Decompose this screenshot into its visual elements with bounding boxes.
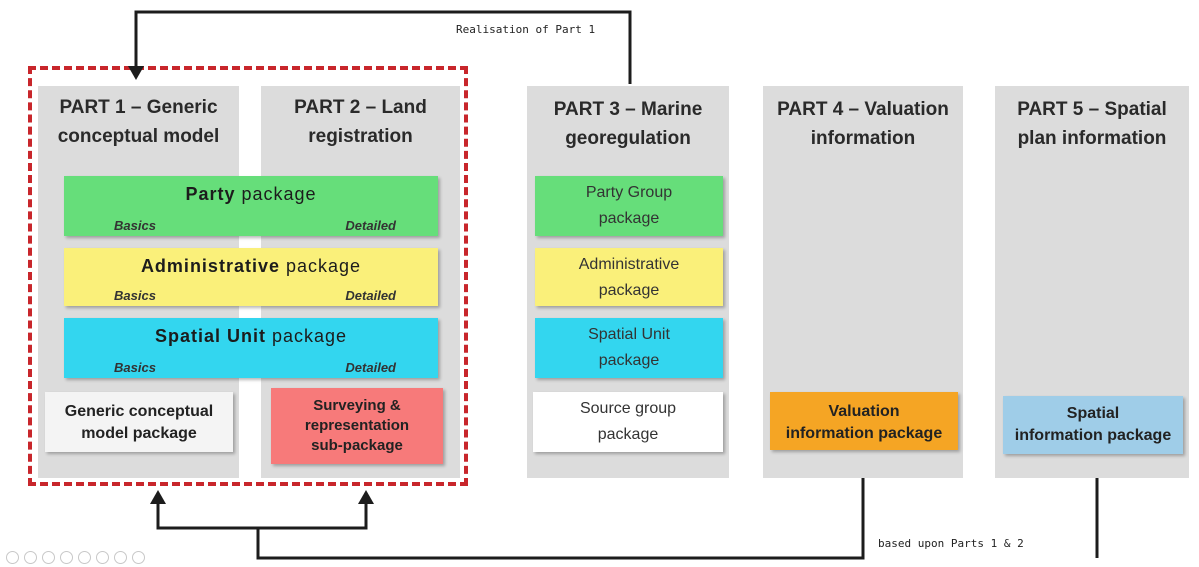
realisation-arrowhead [128,66,144,80]
part1-arrowhead [150,490,166,504]
part4-title: PART 4 – Valuation information [777,99,949,149]
parts-1-2-bracket-line [156,502,368,530]
part2-arrowhead [358,490,374,504]
spatial-unit-package-name: Spatial Unit [154,326,266,346]
spatial-information-package: Spatial information package [1003,396,1183,454]
package-suffix: package [279,256,362,276]
administrative-package: Administrative package Basics Detailed [64,248,438,306]
part3-spatial-unit-package: Spatial Unit package [535,318,723,378]
party-package-name: Party [185,184,236,204]
party-detailed-label: Detailed [345,218,396,233]
realisation-annotation: Realisation of Part 1 [456,23,596,36]
surveying-representation-subpackage: Surveying & representation sub-package [271,388,443,464]
slideshow-controls [6,551,246,565]
party-group-package: Party Group package [535,176,723,236]
based-upon-connector-line [256,478,865,560]
administrative-package-name: Administrative [140,256,280,276]
parts-1-2-dashed-boundary [28,66,468,486]
part3-spatial-unit-package-label: Spatial Unit package [588,326,670,369]
generic-conceptual-model-package: Generic conceptual model package [45,392,233,452]
highlighter-icon[interactable] [60,551,73,564]
part5-title: PART 5 – Spatial plan information [1017,99,1167,149]
realisation-arrow-line [134,10,632,84]
more-options-icon[interactable] [132,551,145,564]
surveying-package-label: Surveying & representation sub-package [304,397,410,454]
part2-title: PART 2 – Land registration [294,97,427,147]
part3-administrative-package: Administrative package [535,248,723,306]
slides-grid-icon[interactable] [96,551,109,564]
subtitles-icon[interactable] [114,551,127,564]
previous-slide-icon[interactable] [6,551,19,564]
valuation-information-package: Valuation information package [770,392,958,450]
valuation-package-label: Valuation information package [785,403,943,442]
part3-administrative-package-label: Administrative package [578,256,680,299]
generic-package-label: Generic conceptual model package [64,403,214,442]
source-group-package-label: Source group package [579,400,677,443]
spatial-unit-basics-label: Basics [114,360,156,375]
zoom-icon[interactable] [78,551,91,564]
party-package: Party package Basics Detailed [64,176,438,236]
based-upon-annotation: based upon Parts 1 & 2 [878,537,1024,550]
party-basics-label: Basics [114,218,156,233]
spatial-unit-detailed-label: Detailed [345,360,396,375]
package-suffix: package [235,184,317,204]
spatial-info-package-label: Spatial information package [1014,405,1172,444]
source-group-package: Source group package [533,392,723,452]
pen-icon[interactable] [42,551,55,564]
party-group-package-label: Party Group package [585,184,673,227]
part3-title: PART 3 – Marine georegulation [553,99,703,149]
spatial-unit-package: Spatial Unit package Basics Detailed [64,318,438,378]
administrative-basics-label: Basics [114,288,156,303]
administrative-detailed-label: Detailed [345,288,396,303]
package-suffix: package [265,326,348,346]
next-slide-icon[interactable] [24,551,37,564]
part1-title: PART 1 – Generic conceptual model [57,97,220,147]
